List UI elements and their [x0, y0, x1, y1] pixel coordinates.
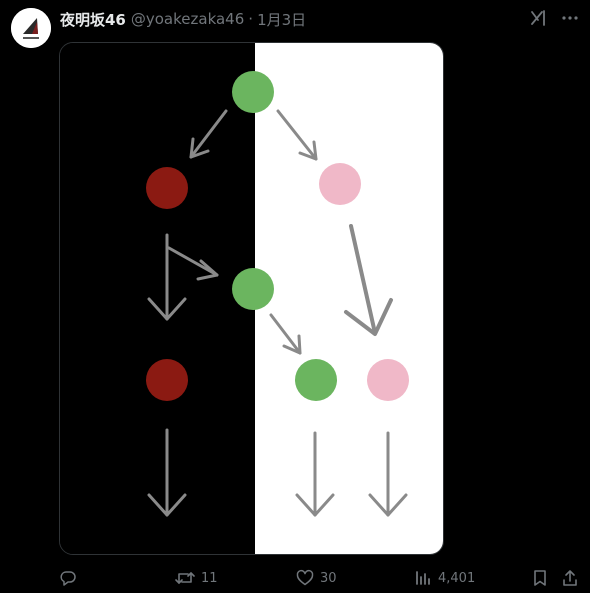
heart-icon: [296, 569, 314, 586]
node-pink-2: [367, 359, 409, 401]
share-button[interactable]: [561, 566, 579, 590]
yoakezaka-logo-icon: [11, 8, 51, 48]
arrow-top-left-head: [189, 137, 210, 159]
more-icon[interactable]: [560, 8, 580, 28]
node-green-middle: [232, 268, 274, 310]
node-red-1: [146, 167, 188, 209]
node-pink-1: [319, 163, 361, 205]
views-bar-chart-icon: [416, 571, 430, 585]
arrow-red-down-1-head: [147, 297, 187, 321]
light-panel: [255, 43, 443, 554]
bookmark-button[interactable]: [531, 566, 549, 590]
views-button[interactable]: 4,401: [414, 566, 475, 590]
reply-icon: [60, 571, 76, 586]
grok-icon[interactable]: [528, 8, 548, 28]
flow-diagram-image: [60, 43, 443, 554]
arrow-pink-big-down-head: [344, 298, 393, 336]
node-green-bottom: [295, 359, 337, 401]
share-icon: [563, 570, 577, 586]
author-handle[interactable]: @yoakezaka46: [130, 10, 245, 28]
arrow-top-right: [276, 109, 318, 161]
node-green-top: [232, 71, 274, 113]
arrow-pink-down-head: [368, 493, 408, 517]
tweet-actions: 11 30 4,401: [0, 566, 590, 590]
tweet-date[interactable]: 1月3日: [257, 10, 307, 29]
repost-icon: [175, 572, 195, 584]
reply-button[interactable]: [59, 566, 83, 590]
node-red-2: [146, 359, 188, 401]
repost-button[interactable]: 11: [175, 566, 218, 590]
arrow-pink-big-down: [349, 224, 377, 335]
separator-dot: ·: [248, 10, 254, 28]
views-count: 4,401: [438, 570, 476, 586]
arrow-red-to-green: [167, 246, 219, 277]
tweet-top-actions: [528, 8, 580, 28]
dark-panel: [60, 43, 255, 554]
arrow-red-down-2-head: [147, 493, 187, 517]
arrow-green-down-head: [295, 493, 335, 517]
author-name[interactable]: 夜明坂46: [60, 10, 126, 29]
arrow-green-to-green: [269, 313, 302, 355]
tweet-media-image[interactable]: [59, 42, 444, 555]
like-count: 30: [320, 570, 337, 586]
bookmark-icon: [534, 570, 546, 586]
arrow-top-right-head: [298, 140, 318, 161]
arrow-red-to-green-head: [196, 259, 219, 281]
tweet-header: 夜明坂46 @yoakezaka46 · 1月3日: [60, 9, 306, 29]
arrow-green-to-green-head: [282, 334, 302, 355]
avatar[interactable]: [11, 8, 51, 48]
arrow-top-left: [189, 109, 228, 159]
like-button[interactable]: 30: [296, 566, 337, 590]
repost-count: 11: [201, 570, 218, 586]
